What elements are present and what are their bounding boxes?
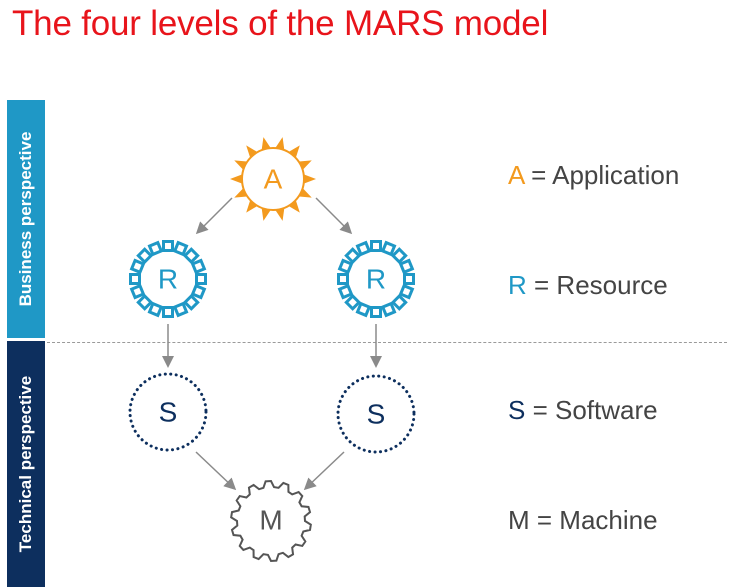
legend-machine: M = Machine <box>508 505 658 536</box>
machine-node: M <box>230 479 312 563</box>
application-node: A <box>230 137 316 221</box>
software-letter-left: S <box>159 397 178 428</box>
technical-perspective-bar: Technical perspective <box>7 341 45 587</box>
legend-text-application: = Application <box>523 160 680 190</box>
arrow-s-left-to-m <box>195 451 237 491</box>
perspective-divider <box>47 342 727 343</box>
legend-letter-machine: M <box>508 505 530 535</box>
gear-icon <box>230 479 312 563</box>
legend-text-resource: = Resource <box>526 270 668 300</box>
dotted-circle-icon <box>336 374 416 454</box>
resource-node-right: R <box>337 240 415 318</box>
resource-letter-right: R <box>366 264 386 295</box>
page-title: The four levels of the MARS model <box>12 4 549 43</box>
legend-letter-application: A <box>508 160 524 190</box>
software-letter-right: S <box>367 399 386 430</box>
ring-of-squares-icon <box>337 240 415 318</box>
legend-application: A = Application <box>508 160 679 191</box>
ring-of-squares-icon <box>129 240 207 318</box>
application-letter: A <box>264 164 283 195</box>
resource-letter-left: R <box>158 264 178 295</box>
arrow-a-to-r-right <box>315 197 353 235</box>
software-node-right: S <box>336 374 416 454</box>
legend-letter-resource: R <box>508 270 527 300</box>
business-perspective-bar: Business perspective <box>7 100 45 338</box>
legend-letter-software: S <box>508 395 526 425</box>
machine-letter: M <box>259 505 282 536</box>
legend-text-machine: = Machine <box>529 505 658 535</box>
resource-node-left: R <box>129 240 207 318</box>
arrow-s-right-to-m <box>303 451 345 491</box>
software-node-left: S <box>128 372 208 452</box>
legend-software: S = Software <box>508 395 658 426</box>
arrow-a-to-r-left <box>195 197 233 235</box>
legend-text-software: = Software <box>525 395 658 425</box>
dotted-circle-icon <box>128 372 208 452</box>
legend-resource: R = Resource <box>508 270 668 301</box>
